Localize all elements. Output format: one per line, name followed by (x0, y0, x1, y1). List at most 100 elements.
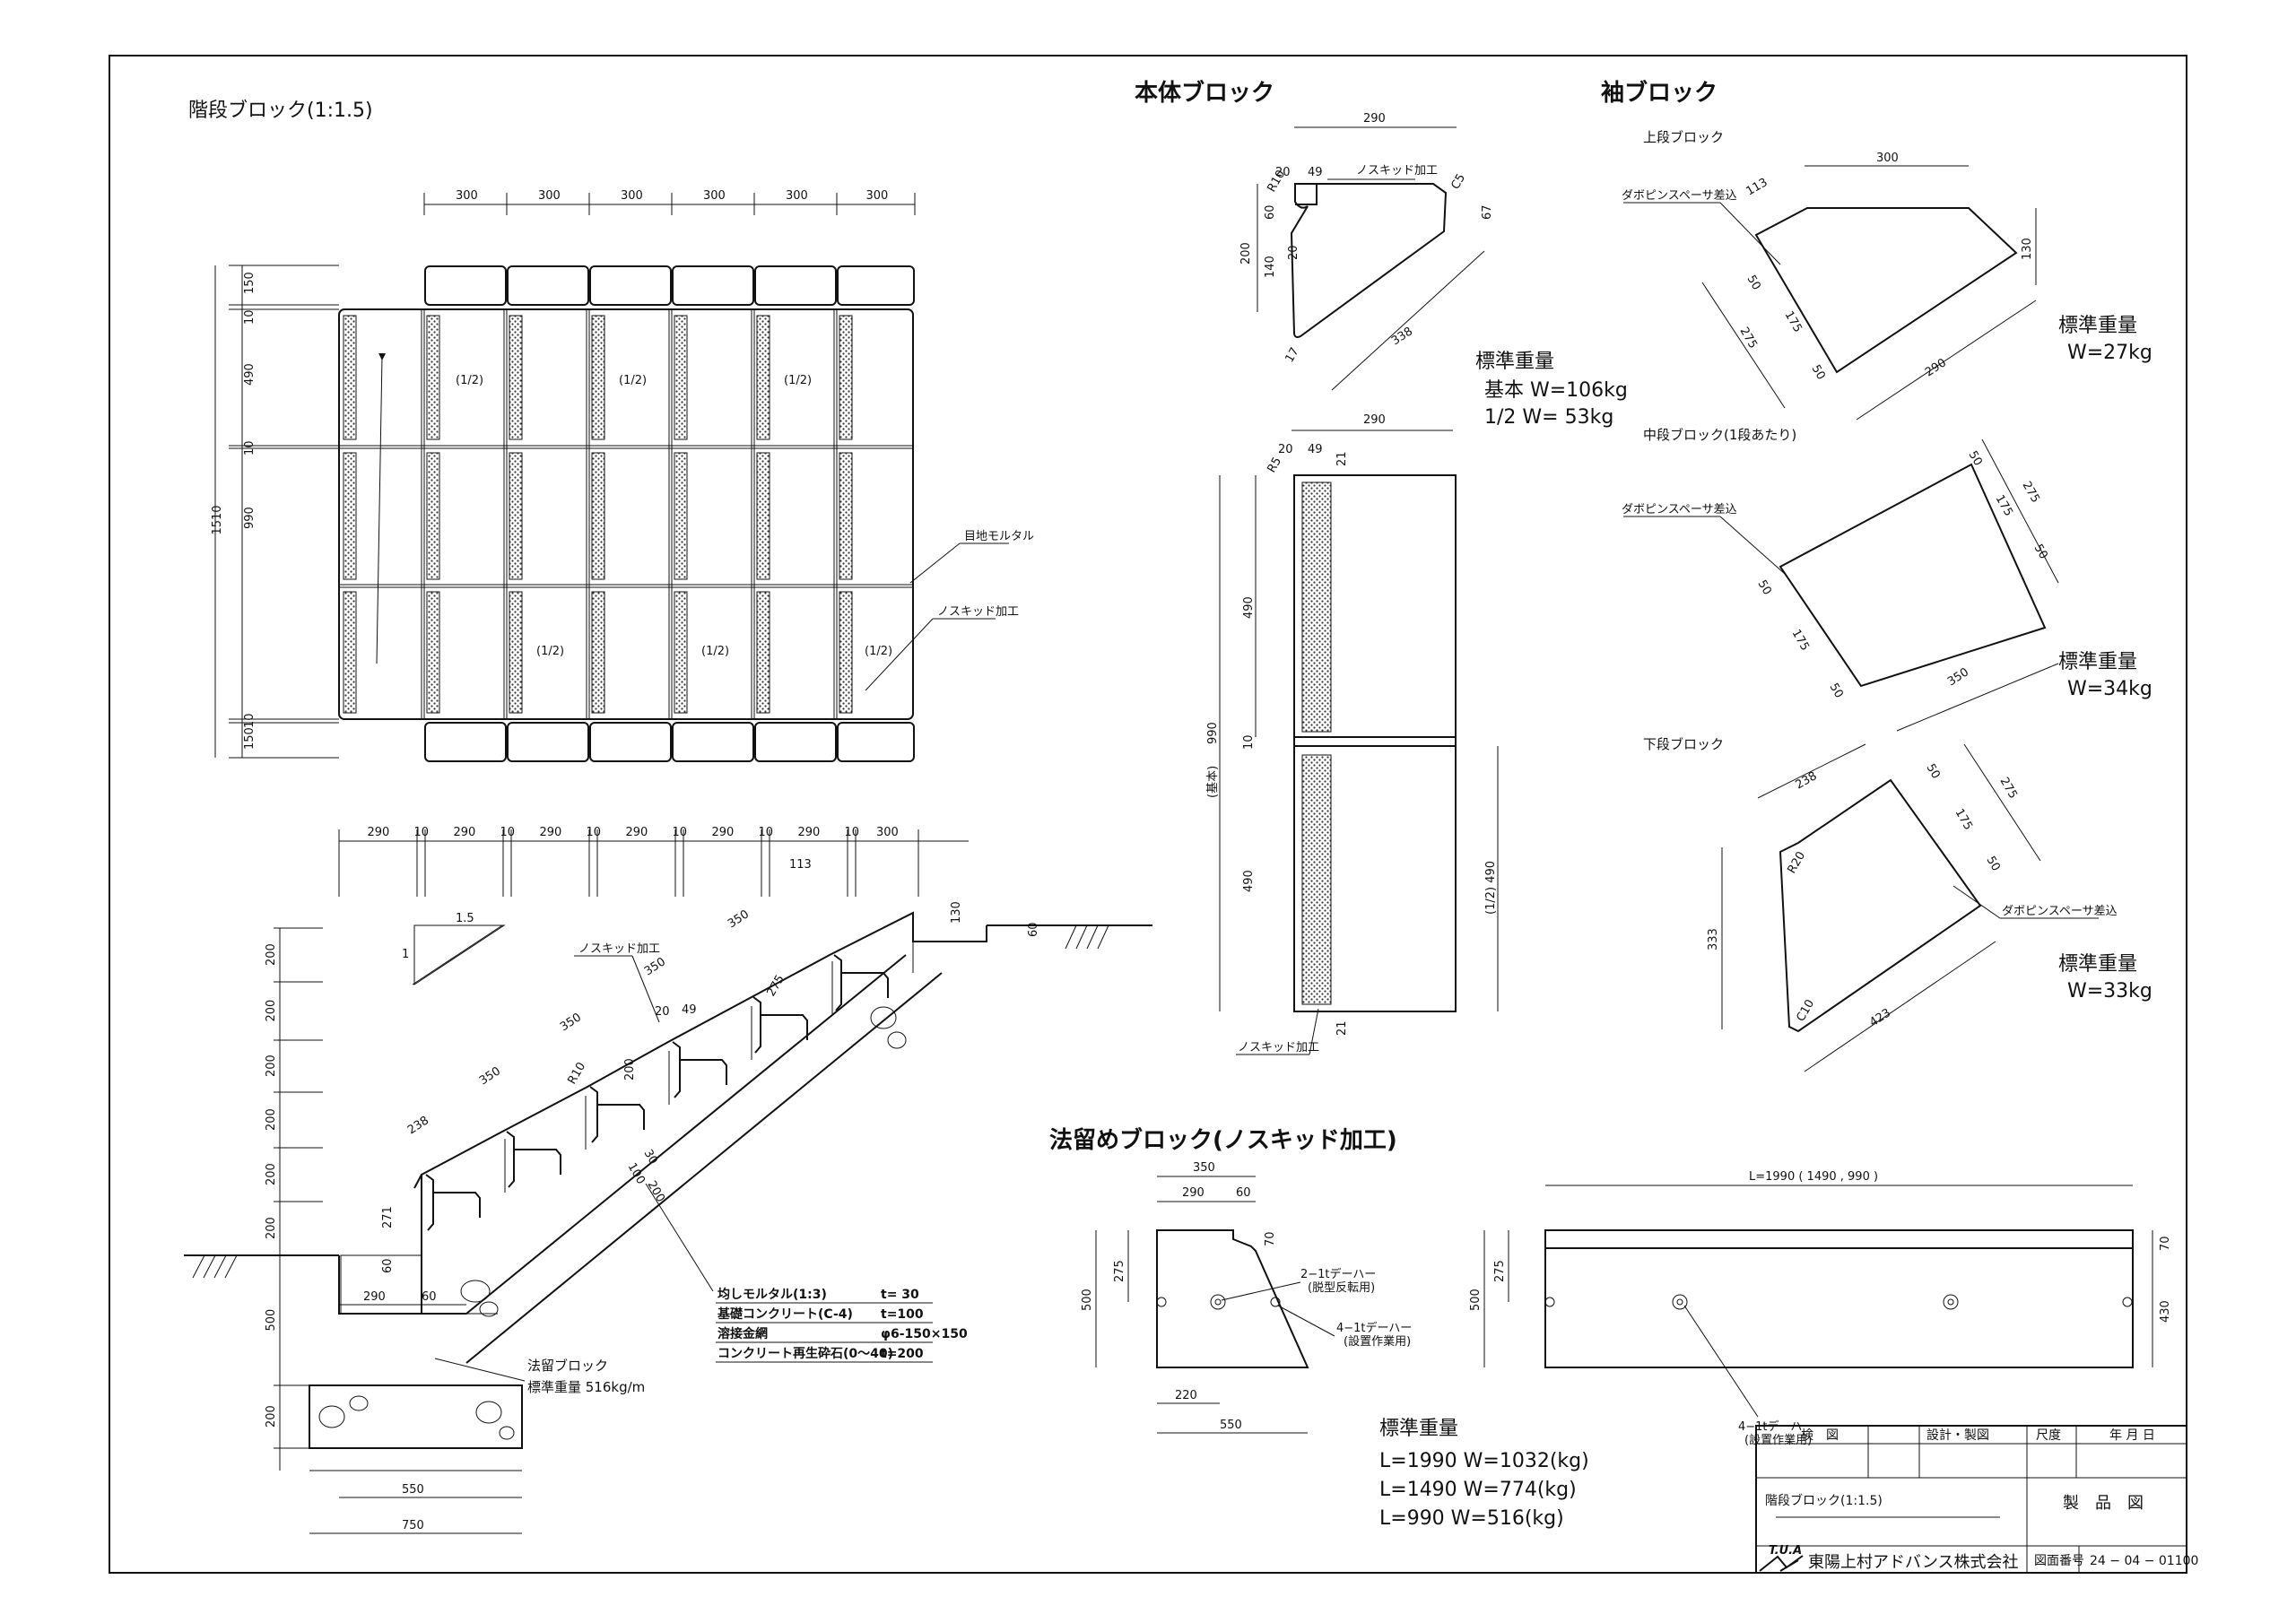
main-60: 60 (1264, 204, 1277, 220)
sl-tedar4: 4−1tデーハー (1336, 1321, 1412, 1335)
sec-top-dim: 10 (500, 826, 516, 839)
mid-50a: 50 (1966, 449, 1985, 469)
plan-top-dim: 300 (621, 189, 643, 203)
ms-21: 21 (1335, 451, 1349, 466)
tb-drawing-name: 階段ブロック(1:1.5) (1765, 1493, 1883, 1508)
ms-basic: (基本) (1206, 766, 1220, 798)
upper-block: 300 113 130 50 175 50 275 290 ダボピンスペーサ差込 (1622, 152, 2037, 421)
middle-weight-label: 標準重量 (2058, 651, 2137, 673)
plan-top-dim: 300 (703, 189, 726, 203)
title-block: 検 図 設計・製図 尺度 年 月 日 階段ブロック(1:1.5) 製 品 図 T… (1755, 1425, 2198, 1574)
plan-left-dim: 10 (243, 309, 257, 325)
main-weight-label: 標準重量 (1475, 351, 1554, 373)
main-block-side: 290 20 49 R5 21 490 10 490 (基本) 990 (1/2… (1206, 413, 1499, 1055)
plan-left-dim: 990 (243, 507, 257, 529)
spec-value: φ6-150×150 (881, 1327, 968, 1341)
sl-tedar2: 2−1tデーハー (1300, 1267, 1376, 1281)
tb-head-design: 設計・製図 (1926, 1428, 1989, 1443)
sec-top-dim: 10 (673, 826, 688, 839)
sec-350-a: 350 (726, 907, 752, 931)
sec-350-d: 350 (477, 1064, 503, 1088)
main-nonskid: ノスキッド加工 (1356, 164, 1438, 178)
main-block-heading: 本体ブロック (1135, 79, 1274, 107)
sl-500: 500 (1081, 1289, 1094, 1311)
sec-271: 271 (381, 1206, 395, 1228)
slope-block-front: 350 290 60 70 275 500 220 550 2−1tデーハー (… (1081, 1161, 1412, 1434)
tb-logo-text: T.U.A (1769, 1544, 1802, 1558)
slope-weight-1490: L=1490 W=774(kg) (1379, 1479, 1577, 1501)
ms-half-490: (1/2) 490 (1484, 861, 1498, 915)
mid-175a: 175 (1993, 493, 2015, 519)
sl-275: 275 (1113, 1260, 1126, 1282)
sec-60c: 60 (422, 1290, 437, 1304)
tb-head-scale: 尺度 (2036, 1428, 2061, 1443)
sec-275: 275 (764, 973, 787, 999)
nonskid-label-sec: ノスキッド加工 (578, 942, 660, 956)
joint-mortar-label: 目地モルタル (964, 530, 1034, 543)
sec-left-dim: 200 (265, 1163, 278, 1185)
ms-21b: 21 (1335, 1020, 1349, 1036)
ms-290: 290 (1363, 413, 1386, 427)
middle-label: 中段ブロック(1段あたり) (1643, 427, 1796, 443)
sec-113: 113 (789, 858, 812, 872)
main-c5: C5 (1448, 171, 1468, 192)
up-113: 113 (1744, 176, 1770, 198)
main-140: 140 (1264, 256, 1277, 278)
sls-430: 430 (2159, 1300, 2172, 1323)
sl-550: 550 (1220, 1419, 1242, 1432)
sl-220: 220 (1175, 1389, 1197, 1402)
sec-238: 238 (405, 1114, 431, 1137)
sec-top-dim: 290 (454, 826, 476, 839)
main-20b: 20 (1287, 245, 1300, 260)
spec-name: 均しモルタル(1:3) (718, 1287, 827, 1302)
main-67: 67 (1481, 204, 1494, 220)
mid-dowel: ダボピンスペーサ差込 (1622, 503, 1737, 516)
tb-dn-label: 図面番号 (2034, 1554, 2084, 1568)
low-50b: 50 (1984, 855, 2003, 874)
sec-left-dim: 200 (265, 1000, 278, 1022)
sl-tedar2-note: (脱型反転用) (1308, 1281, 1375, 1295)
low-dowel: ダボピンスペーサ差込 (2002, 905, 2118, 918)
ms-490a: 490 (1242, 596, 1256, 619)
plan-left-dim: 10 (243, 713, 257, 728)
low-333: 333 (1707, 928, 1720, 950)
sec-200: 200 (623, 1058, 637, 1081)
sec-top-dim: 290 (368, 826, 390, 839)
half-label-5: (1/2) (701, 645, 729, 658)
sec-left-dim: 200 (265, 1055, 278, 1077)
slope-weight-990: L=990 W=516(kg) (1379, 1507, 1564, 1530)
main-block-top: 290 20 49 R10 60 140 200 20 67 C5 338 17… (1239, 112, 1494, 391)
upper-weight: W=27kg (2067, 342, 2152, 364)
sec-60: 60 (1027, 922, 1040, 937)
tb-drawing-type: 製 品 図 (2063, 1494, 2144, 1513)
sec-left-dim: 200 (265, 1405, 278, 1428)
sls-length: L=1990 ( 1490 , 990 ) (1749, 1170, 1878, 1184)
mid-50c: 50 (1755, 578, 1774, 598)
ms-490b: 490 (1242, 870, 1256, 892)
plan-top-dim: 300 (538, 189, 561, 203)
sls-500: 500 (1469, 1289, 1483, 1311)
up-275: 275 (1737, 325, 1760, 352)
plan-top-dim: 300 (786, 189, 808, 203)
sec-290: 290 (363, 1290, 386, 1304)
slope-block-label: 法留ブロック (527, 1358, 608, 1374)
upper-weight-label: 標準重量 (2058, 315, 2137, 337)
plan-top-dim: 300 (866, 189, 889, 203)
low-50a: 50 (1924, 762, 1943, 782)
spec-value: t= 30 (881, 1288, 919, 1302)
sec-100: 100 (625, 1161, 648, 1187)
slope-block-weight: 標準重量 516kg/m (527, 1379, 645, 1395)
half-label-4: (1/2) (536, 645, 564, 658)
low-175: 175 (1952, 807, 1975, 833)
low-238: 238 (1794, 769, 1820, 792)
nonskid-label-plan: ノスキッド加工 (937, 605, 1019, 619)
upper-label: 上段ブロック (1643, 129, 1724, 145)
sl-350: 350 (1193, 1161, 1215, 1175)
spec-name: 基礎コンクリート(C-4) (718, 1306, 853, 1322)
sec-top-dim: 290 (540, 826, 562, 839)
half-label-1: (1/2) (456, 374, 483, 387)
sec-30: 30 (641, 1148, 660, 1167)
sec-top-dim: 10 (587, 826, 602, 839)
tb-company: 東陽上村アドバンス株式会社 (1808, 1553, 2019, 1572)
